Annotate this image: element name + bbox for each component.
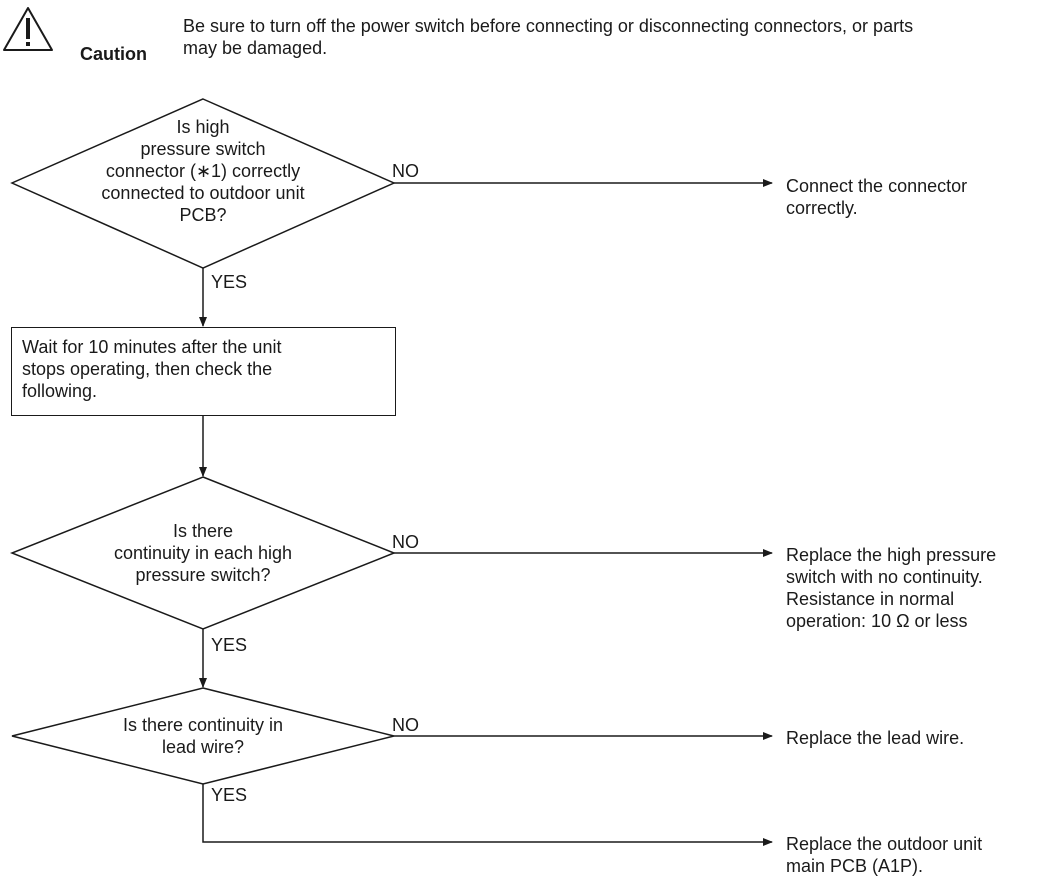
decision1-no-label: NO [392, 161, 419, 181]
decision3-yes-label: YES [211, 785, 248, 805]
decision1-no-result: Connect the connector correctly. [786, 176, 968, 218]
decision2-no-label: NO [392, 532, 419, 552]
decision3-question: Is there continuity in lead wire? [122, 715, 284, 757]
decision3-no-label: NO [392, 715, 419, 735]
decision2-no-result: Replace the high pressure switch with no… [786, 545, 997, 631]
caution-text: Be sure to turn off the power switch bef… [183, 16, 914, 58]
decision2-yes-label: YES [211, 635, 248, 655]
decision3-no-result: Replace the lead wire. [786, 728, 965, 748]
decision1-yes-label: YES [211, 272, 248, 292]
decision1-question: Is high pressure switch connector (∗1) c… [101, 117, 305, 225]
warning-triangle-icon [3, 7, 53, 51]
decision2-question: Is there continuity in each high pressur… [113, 521, 293, 585]
decision3-yes-line [202, 784, 773, 846]
step1-box: Wait for 10 minutes after the unit stops… [11, 327, 396, 416]
caution-label: Caution [80, 44, 147, 64]
final-result: Replace the outdoor unit main PCB (A1P). [786, 834, 983, 876]
